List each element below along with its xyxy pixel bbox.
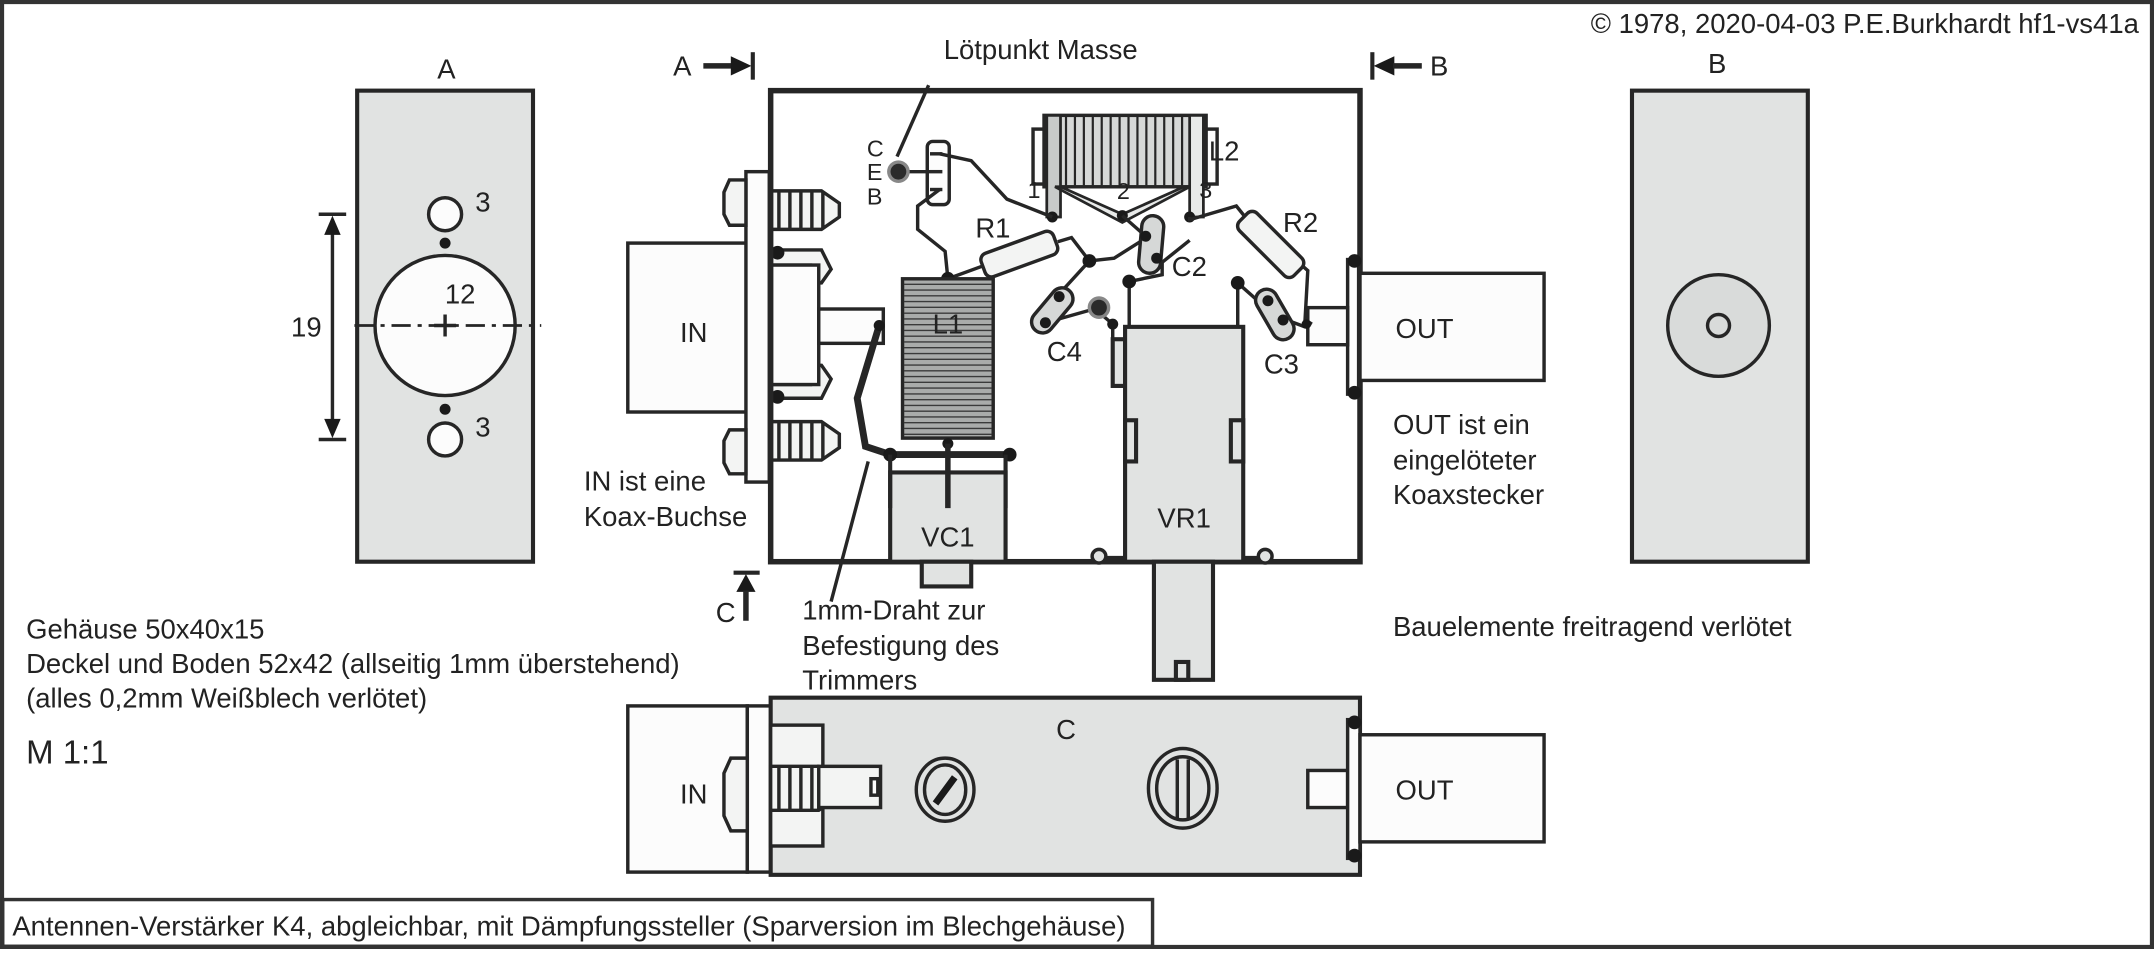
- coil-l2: [1031, 113, 1219, 225]
- c-in-label: IN: [680, 778, 707, 809]
- section-marker-c: C: [716, 570, 760, 628]
- coax-pin: [1705, 312, 1732, 339]
- in-nut-top: [722, 178, 748, 227]
- in-screw-bottom: [768, 419, 842, 462]
- trimmer-mount-wire: [853, 324, 1010, 459]
- note-wire-line-1: 1mm-Draht zur: [802, 594, 985, 625]
- in-socket-body: [626, 241, 750, 414]
- resistor-r2: [1235, 209, 1306, 280]
- title-box: [1, 897, 1155, 948]
- in-label: IN: [680, 317, 707, 348]
- c-out-label: OUT: [1396, 774, 1454, 805]
- c3-label: C3: [1264, 349, 1299, 380]
- in-nut-bottom: [722, 428, 748, 476]
- note-housing-line-2: Deckel und Boden 52x42 (allseitig 1mm üb…: [26, 648, 680, 679]
- note-in: IN ist eine Koax-Buchse: [584, 465, 747, 532]
- transistor: [906, 139, 951, 207]
- c4-label: C4: [1047, 336, 1082, 367]
- view-b: B: [1629, 48, 1810, 564]
- out-label: OUT: [1396, 313, 1454, 344]
- c-view-label: C: [1056, 714, 1076, 745]
- pin-c-label: C: [867, 136, 884, 162]
- capacitor-c3: [1253, 287, 1312, 342]
- in-screw-top: [768, 189, 842, 232]
- c2-label: C2: [1172, 251, 1207, 282]
- note-wire-line-3: Trimmers: [802, 664, 917, 695]
- l2-label: L2: [1209, 136, 1240, 167]
- potentiometer-vr1: [1090, 324, 1274, 682]
- copyright-text: © 1978, 2020-04-03 P.E.Burkhardt hf1-vs4…: [1591, 8, 2140, 39]
- capacitor-c2: [1136, 213, 1166, 275]
- hole-top-dim: 3: [475, 187, 490, 218]
- dim-height-text: 19: [291, 311, 322, 342]
- section-c-letter: C: [716, 597, 736, 628]
- section-marker-b: B: [1370, 51, 1448, 82]
- out-center-pin: [1306, 305, 1350, 347]
- leader-loetpunkt: [895, 84, 931, 158]
- view-b-label: B: [1708, 48, 1726, 79]
- c-out-body: [1358, 733, 1546, 844]
- dim-arrow-down: [324, 418, 341, 439]
- c-trimmer-head: [914, 756, 976, 823]
- wiring: [915, 152, 1313, 360]
- view-a: A 12 3 3 19: [291, 53, 542, 564]
- l2-tap-2: 2: [1117, 178, 1130, 204]
- hole-center-dim: 12: [445, 279, 476, 310]
- pin-e-label: E: [867, 159, 883, 185]
- c-in-nut: [722, 756, 750, 833]
- hole-bottom: [426, 421, 464, 458]
- note-in-line-2: Koax-Buchse: [584, 501, 747, 532]
- note-housing: Gehäuse 50x40x15 Deckel und Boden 52x42 …: [26, 614, 680, 714]
- l2-tap-1: 1: [1028, 177, 1041, 203]
- note-housing-line-1: Gehäuse 50x40x15: [26, 614, 264, 645]
- note-out: OUT ist ein eingelöteter Koaxstecker: [1393, 409, 1544, 510]
- mark-dot-top: [439, 237, 451, 249]
- trimmer-vc1: [888, 443, 1008, 589]
- capacitor-c4: [1029, 286, 1075, 335]
- resistor-r1: [979, 229, 1060, 279]
- section-marker-a: A: [673, 51, 755, 82]
- note-wire-line-2: Befestigung des: [802, 630, 999, 661]
- l1-label: L1: [933, 309, 964, 340]
- l2-tap-3: 3: [1199, 177, 1212, 203]
- r1-label: R1: [975, 213, 1010, 244]
- coil-l1: [900, 277, 995, 450]
- note-out-line-2: eingelöteter: [1393, 445, 1537, 476]
- ground-solder-point: [887, 160, 910, 184]
- ground-point-c4: [1087, 296, 1111, 319]
- note-housing-line-3: (alles 0,2mm Weißblech verlötet): [26, 682, 427, 713]
- view-a-label: A: [437, 53, 456, 84]
- hole-top: [426, 196, 464, 233]
- pin-b-label: B: [867, 184, 883, 210]
- hole-bottom-dim: 3: [475, 412, 490, 443]
- note-wire: 1mm-Draht zur Befestigung des Trimmers: [802, 594, 999, 695]
- mark-dot-bottom: [439, 403, 451, 415]
- in-flange: [744, 169, 772, 484]
- leader-wire-note: [829, 461, 870, 602]
- section-a-letter: A: [673, 51, 692, 82]
- c-potentiometer-head: [1146, 746, 1219, 830]
- scale-label: M 1:1: [26, 734, 108, 771]
- vc1-label: VC1: [921, 522, 974, 553]
- dim-arrow-up: [324, 215, 341, 235]
- in-socket-insulator: [768, 263, 821, 387]
- main-view: IN OUT: [626, 34, 1546, 682]
- note-out-line-3: Koaxstecker: [1393, 479, 1544, 510]
- note-in-line-1: IN ist eine: [584, 465, 706, 496]
- section-b-letter: B: [1430, 51, 1448, 82]
- vr1-label: VR1: [1157, 502, 1210, 533]
- title-text: Antennen-Verstärker K4, abgleichbar, mit…: [12, 910, 1125, 941]
- view-c: IN C OUT: [626, 695, 1546, 877]
- loetpunkt-label: Lötpunkt Masse: [944, 34, 1138, 65]
- r2-label: R2: [1283, 207, 1318, 238]
- note-out-line-1: OUT ist ein: [1393, 409, 1530, 440]
- c-in-screw: [768, 764, 883, 813]
- note-free: Bauelemente freitragend verlötet: [1393, 611, 1792, 642]
